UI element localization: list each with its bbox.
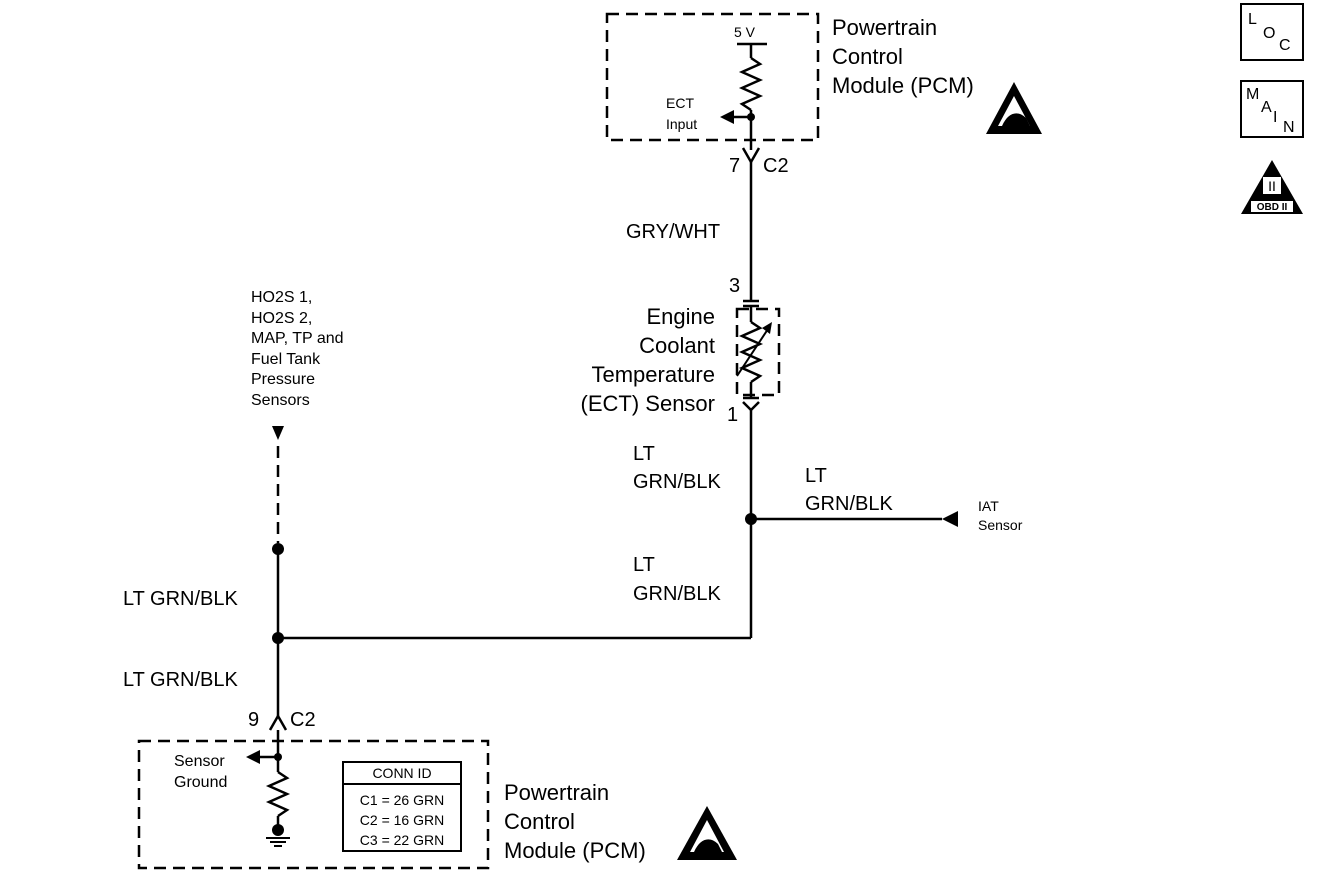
svg-text:L: L [1248, 11, 1257, 28]
conn-id-header: CONN ID [372, 765, 431, 781]
iat-arrow [942, 511, 958, 527]
ect-label-4: (ECT) Sensor [581, 391, 715, 416]
pcm-top-label-3: Module (PCM) [832, 73, 974, 98]
pcm-bottom-box [137, 739, 490, 870]
conn-id-row-3: C3 = 22 GRN [360, 832, 444, 848]
wire-gry-wht-label: GRY/WHT [626, 221, 720, 243]
other-sensors-label-5: Pressure [251, 371, 315, 388]
pcm-top-supply-label: 5 V [734, 24, 756, 40]
pcm-top-label-2: Control [832, 44, 903, 69]
other-sensors-label-4: Fuel Tank [251, 351, 321, 368]
conn-id-row-2: C2 = 16 GRN [360, 812, 444, 828]
other-sensors-label-6: Sensors [251, 392, 310, 409]
iat-label-2: Sensor [978, 517, 1023, 533]
pcm-top-box [605, 12, 820, 142]
pcm-bottom-ground-dot [272, 824, 284, 836]
pcm-bottom-ground-label-2: Ground [174, 774, 227, 791]
ect-bottom-connector [742, 401, 760, 412]
pcm-bottom-resistor [265, 770, 291, 818]
pcm-top-input-arrow [720, 110, 734, 124]
svg-text:OBD II: OBD II [1257, 202, 1288, 213]
pcm-bottom-label-3: Module (PCM) [504, 838, 646, 863]
wire-ect-down-label-2: GRN/BLK [633, 471, 721, 493]
conn-id-table [342, 761, 462, 852]
loc-icon[interactable]: L O C [1240, 3, 1304, 61]
conn-id-row-1: C1 = 26 GRN [360, 792, 444, 808]
ect-thermistor [738, 320, 764, 384]
obd-ii-icon[interactable]: II OBD II [1241, 160, 1303, 214]
other-sensors-arrow [272, 426, 284, 440]
other-sensors-label-2: HO2S 2, [251, 310, 312, 327]
svg-text:O: O [1263, 25, 1275, 42]
pcm-bottom-ground-label-1: Sensor [174, 753, 225, 770]
ect-label-1: Engine [646, 304, 715, 329]
wire-lower-right-label-2: GRN/BLK [633, 583, 721, 605]
pcm-bottom-label-1: Powertrain [504, 780, 609, 805]
pcm-top-label-1: Powertrain [832, 15, 937, 40]
pcm-top-pullup-resistor [738, 56, 764, 112]
iat-label-1: IAT [978, 498, 999, 514]
connector-c2-top-id: C2 [763, 155, 789, 177]
connector-c2-bottom-id: C2 [290, 709, 316, 731]
main-icon[interactable]: M A I N [1240, 80, 1304, 138]
wire-left-lower-label: LT GRN/BLK [123, 669, 239, 691]
pcm-top-input-label-2: Input [666, 116, 697, 132]
connector-c2-pin7-number: 7 [729, 155, 740, 177]
other-sensors-label-1: HO2S 1, [251, 289, 312, 306]
ect-thermistor-arrow-line [736, 325, 771, 377]
svg-text:I: I [1273, 109, 1277, 126]
ect-pin-top: 3 [729, 275, 740, 297]
svg-text:M: M [1246, 86, 1259, 103]
ect-label-3: Temperature [591, 362, 715, 387]
pcm-bottom-label-2: Control [504, 809, 575, 834]
wire-iat-label-1: LT [805, 465, 827, 487]
connector-c2-pin7-symbol [741, 147, 761, 165]
ect-label-2: Coolant [639, 333, 715, 358]
pcm-top-input-label-1: ECT [666, 95, 694, 111]
connector-c2-pin9-symbol [268, 713, 288, 731]
esd-warning-icon-bottom [677, 806, 737, 860]
svg-text:A: A [1261, 99, 1272, 116]
pcm-bottom-ground-arrow [246, 750, 260, 764]
other-sensors-label-3: MAP, TP and [251, 330, 344, 347]
connector-c2-pin9-number: 9 [248, 709, 259, 731]
esd-warning-icon [986, 82, 1042, 134]
wire-left-upper-label: LT GRN/BLK [123, 588, 239, 610]
ground-icon [266, 837, 290, 847]
wire-ect-down-label-1: LT [633, 443, 655, 465]
wire-lower-right-label-1: LT [633, 554, 655, 576]
svg-text:N: N [1283, 119, 1295, 136]
svg-text:II: II [1268, 178, 1276, 194]
ect-thermistor-arrowhead [762, 322, 772, 334]
wire-iat-label-2: GRN/BLK [805, 493, 893, 515]
ect-sensor-box [735, 307, 781, 397]
svg-text:C: C [1279, 37, 1291, 54]
ect-pin-bottom: 1 [727, 404, 738, 426]
